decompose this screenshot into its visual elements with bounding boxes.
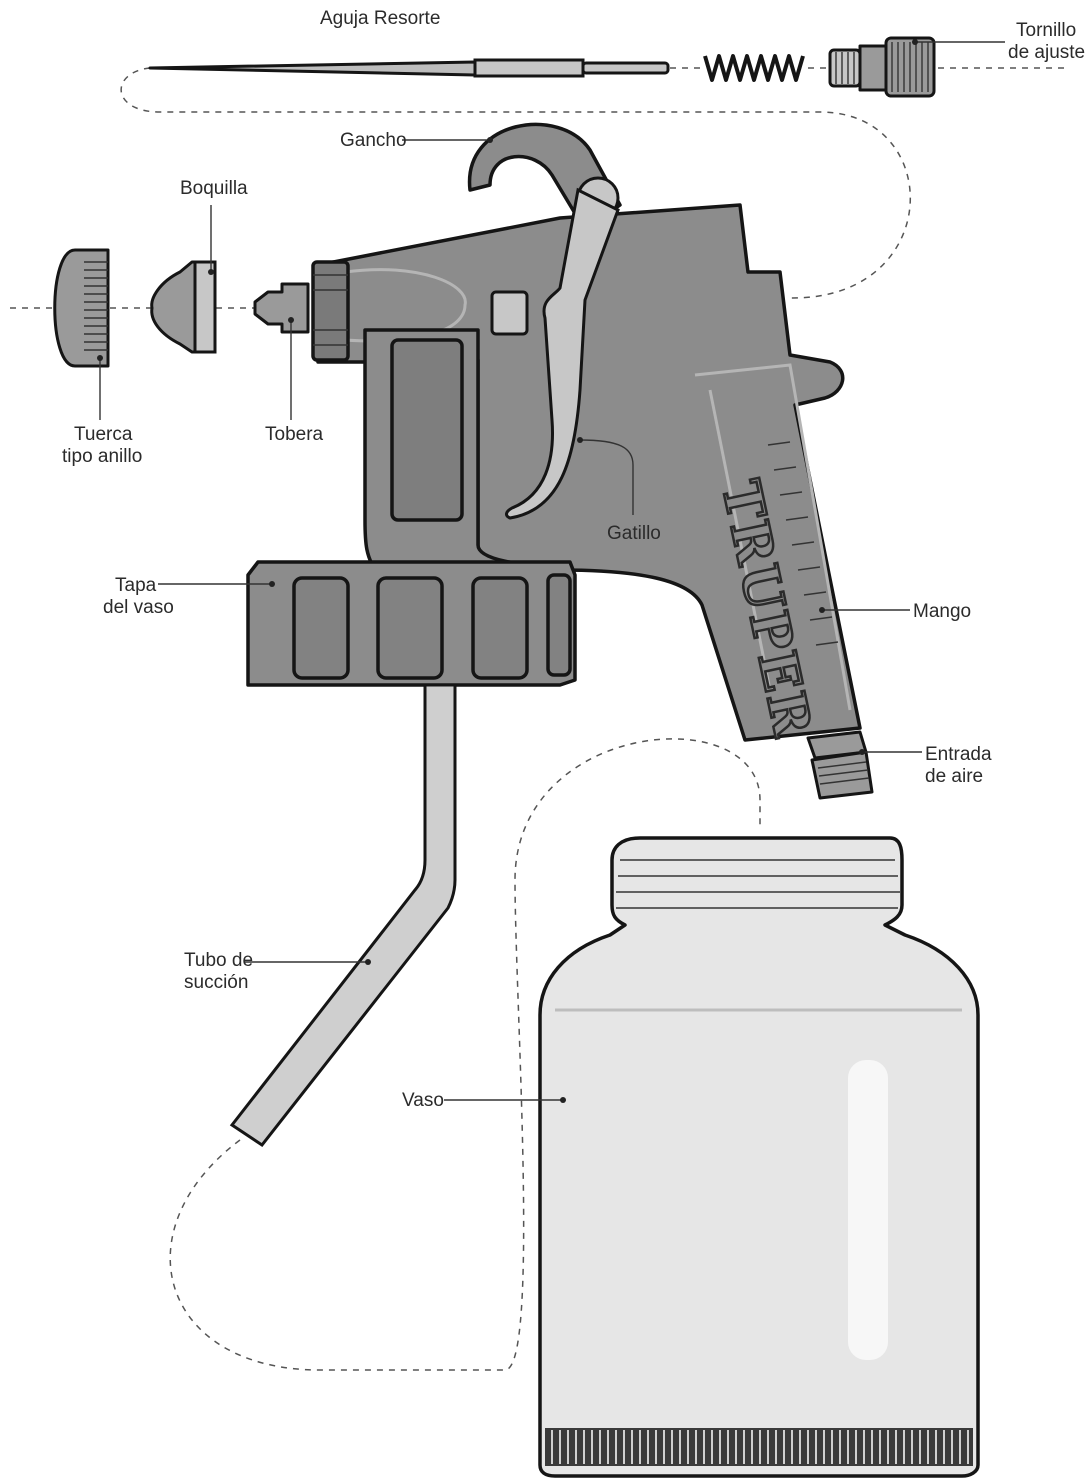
label-aguja-resorte: Aguja Resorte (320, 8, 440, 29)
label-gatillo: Gatillo (607, 523, 661, 544)
trigger (505, 187, 620, 520)
jar (538, 836, 980, 1478)
cup-lid (246, 560, 577, 687)
gun-body: TRUPER (311, 122, 862, 744)
label-tapa-line2: del vaso (103, 597, 174, 618)
nozzle (253, 282, 310, 334)
needle (148, 58, 670, 78)
label-tornillo-line2: de ajuste (1008, 42, 1085, 63)
label-tubo-line1: Tubo de (184, 950, 253, 971)
ring-nut (53, 248, 110, 368)
label-gancho: Gancho (340, 130, 407, 151)
assembly-guide-lines (10, 67, 1070, 1371)
jar-highlight (848, 1060, 888, 1360)
part-labels: Aguja Resorte Tornillo de ajuste Gancho … (62, 8, 1085, 1111)
label-entrada-line2: de aire (925, 766, 983, 787)
label-mango: Mango (913, 601, 971, 622)
label-tapa-line1: Tapa (115, 575, 157, 596)
label-tornillo-line1: Tornillo (1016, 20, 1076, 41)
leader-lines (97, 39, 1005, 1103)
air-inlet-fitting (806, 730, 874, 800)
label-entrada-line1: Entrada (925, 744, 992, 765)
spring (703, 54, 805, 82)
nozzle-cap (150, 260, 217, 354)
label-tuerca-line2: tipo anillo (62, 446, 142, 467)
label-tuerca-line1: Tuerca (74, 424, 133, 445)
label-boquilla: Boquilla (180, 178, 248, 199)
label-vaso: Vaso (402, 1090, 444, 1111)
label-tubo-line2: succión (184, 972, 248, 993)
suction-tube (229, 683, 457, 1148)
label-tobera: Tobera (265, 424, 324, 445)
adjusting-screw (828, 36, 936, 98)
